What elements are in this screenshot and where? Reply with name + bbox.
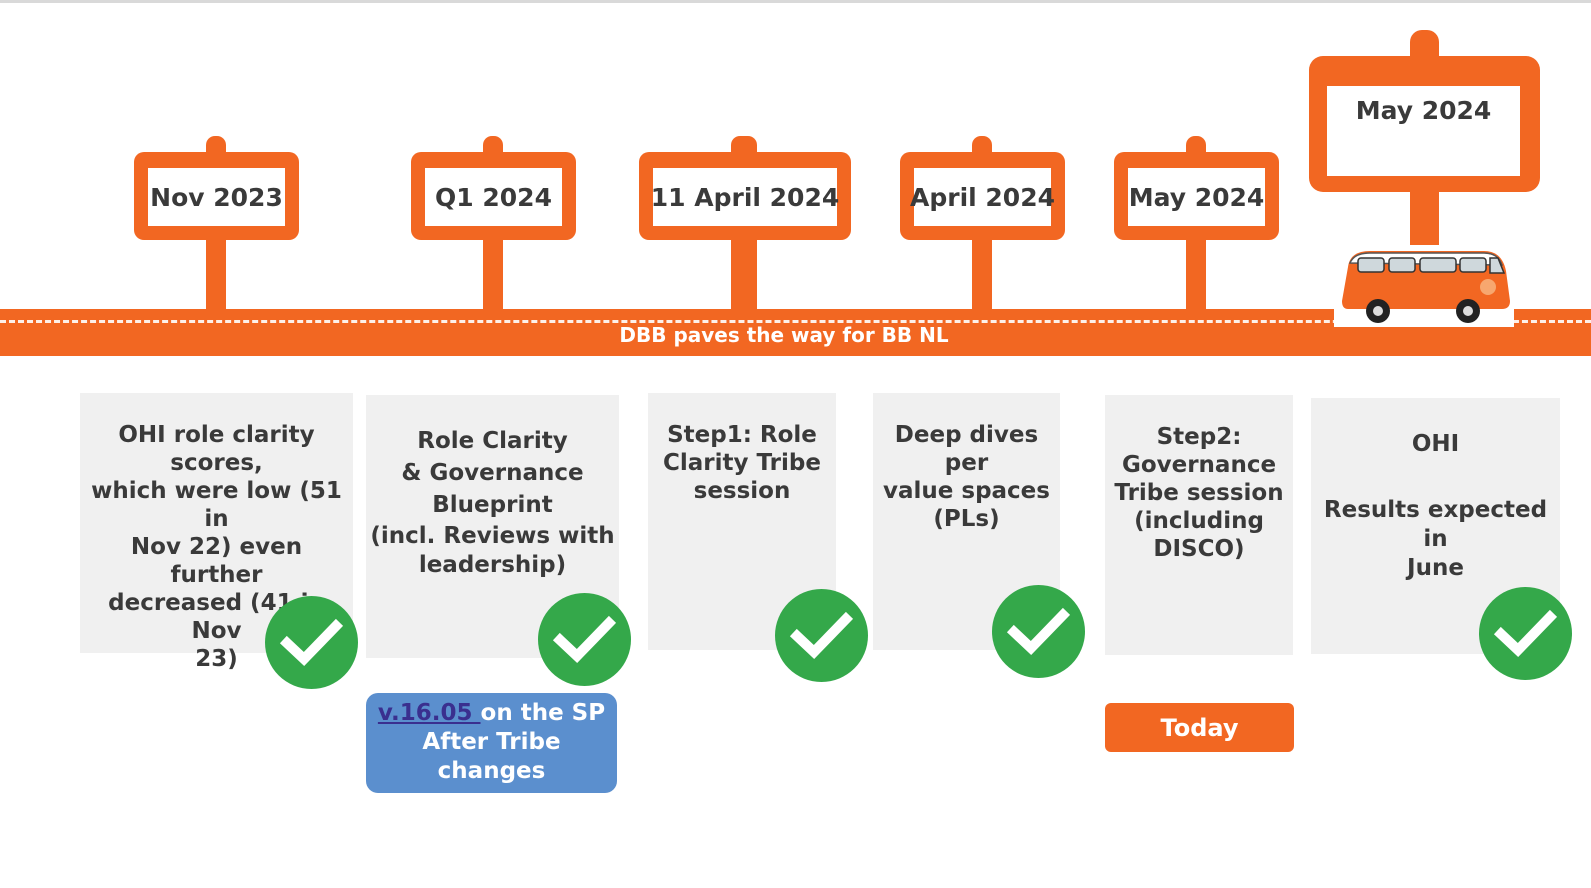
van-icon	[1334, 245, 1514, 327]
road-dashed-line	[0, 320, 1591, 323]
check-icon	[992, 585, 1085, 678]
sign-post	[731, 235, 757, 311]
milestone-date-6: May 2024	[1327, 86, 1520, 176]
check-icon	[265, 596, 358, 689]
sign-post	[1186, 235, 1206, 311]
sign-knob	[972, 136, 992, 154]
milestone-date-3: 11 April 2024	[651, 168, 839, 226]
version-note: v.16.05 on the SP After Tribe changes	[366, 693, 617, 793]
sign-knob	[1186, 136, 1206, 154]
top-border	[0, 0, 1591, 3]
check-icon	[1479, 587, 1572, 680]
milestone-card-5: Step2: Governance Tribe session (includi…	[1105, 395, 1293, 655]
sign-post	[483, 235, 503, 311]
milestone-date-1: Nov 2023	[148, 168, 285, 226]
road-label: DBB paves the way for BB NL	[619, 323, 949, 347]
sign-knob	[1410, 30, 1439, 60]
milestone-sign-6: May 2024	[1309, 56, 1540, 192]
sign-post	[206, 235, 226, 311]
sign-knob	[206, 136, 226, 154]
version-link[interactable]: v.16.05	[377, 700, 481, 726]
milestone-date-2: Q1 2024	[425, 168, 562, 226]
check-icon	[775, 589, 868, 682]
milestone-sign-3: 11 April 2024	[639, 152, 851, 240]
milestone-date-4: April 2024	[910, 168, 1055, 226]
milestone-sign-4: April 2024	[900, 152, 1065, 240]
milestone-date-5: May 2024	[1128, 168, 1265, 226]
milestone-sign-1: Nov 2023	[134, 152, 299, 240]
sign-post	[972, 235, 992, 311]
timeline-road	[0, 309, 1591, 356]
sign-knob	[731, 136, 757, 154]
milestone-sign-2: Q1 2024	[411, 152, 576, 240]
today-marker: Today	[1105, 703, 1294, 752]
sign-knob	[483, 136, 503, 154]
check-icon	[538, 593, 631, 686]
milestone-sign-5: May 2024	[1114, 152, 1279, 240]
